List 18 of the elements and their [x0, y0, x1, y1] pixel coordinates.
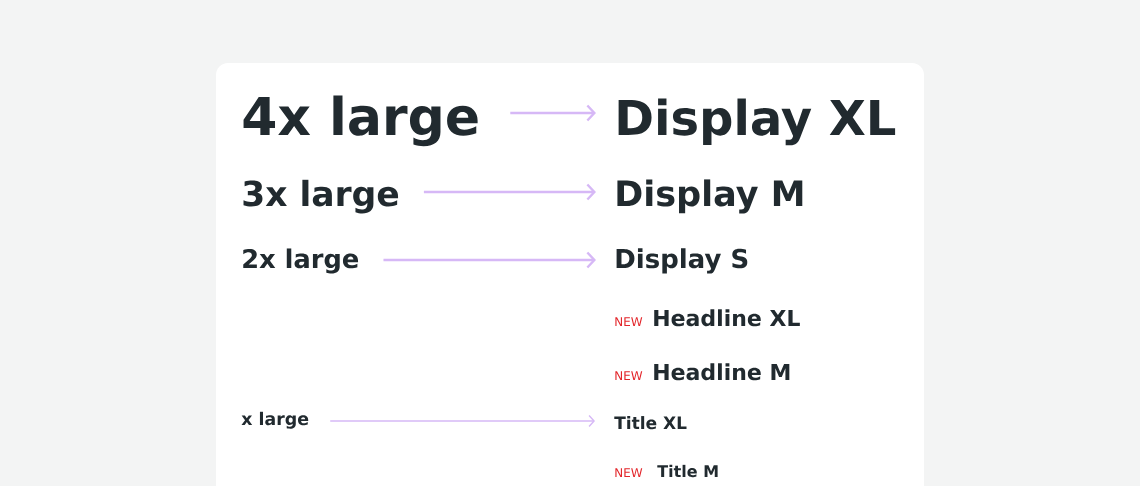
scale-label: x large — [241, 411, 309, 429]
style-name: Title M — [657, 464, 718, 478]
new-label: NEW — [615, 371, 643, 380]
scale-label: 3x large — [243, 179, 399, 214]
style-name: Display S — [616, 248, 748, 274]
arrow — [510, 104, 596, 122]
arrow — [383, 251, 596, 269]
scale-label: 2x large — [243, 248, 359, 274]
new-label: NEW — [615, 468, 643, 477]
style-name: Display XL — [618, 98, 896, 146]
scale-label: 4x large — [243, 95, 478, 147]
new-label: NEW — [615, 317, 643, 326]
style-name: Title XL — [614, 416, 687, 430]
style-name: Headline M — [654, 363, 790, 381]
style-name: Headline XL — [654, 309, 800, 327]
style-name: Display M — [617, 179, 803, 214]
arrow — [329, 414, 595, 428]
arrow — [423, 183, 596, 201]
